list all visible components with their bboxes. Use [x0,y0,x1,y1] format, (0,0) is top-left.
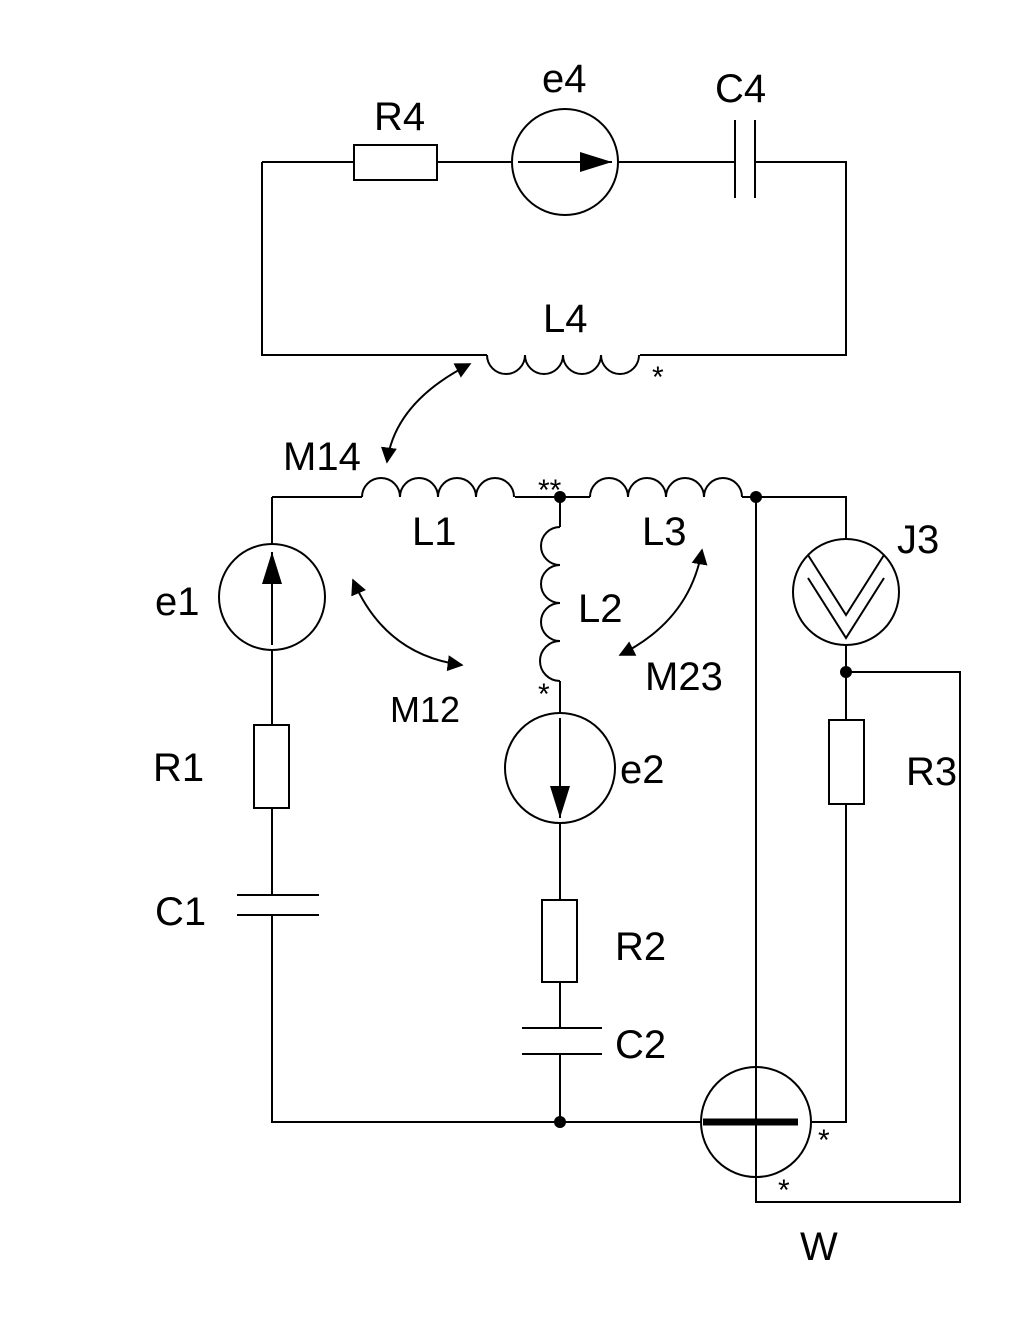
junction-dots [554,491,852,1128]
l4-polarity-mark: * [652,361,664,394]
inductor-l3 [589,477,743,498]
top-loop-wires [261,161,847,356]
emf-source-e2 [504,712,616,824]
label-l2: L2 [578,587,623,631]
label-c4: C4 [715,67,766,111]
l1-l3-polarity-marks: ** [538,474,562,507]
m23-arrow [618,548,708,656]
inductor-l1 [361,477,515,498]
label-m23: M23 [645,655,723,699]
emf-source-e1 [218,543,326,651]
label-r1: R1 [153,746,204,790]
label-e4: e4 [542,57,587,101]
wattmeter-voltage-mark: * [778,1174,790,1207]
current-source-j3 [792,538,900,646]
capacitor-c2 [522,1027,602,1055]
resistor-r1 [253,724,290,809]
label-r3: R3 [906,750,957,794]
capacitor-c1 [237,894,319,916]
label-m14: M14 [283,435,361,479]
l2-polarity-mark: * [538,678,550,711]
label-l1: L1 [412,510,457,554]
wattmeter-current-mark: * [818,1124,830,1157]
emf-source-e4 [511,108,619,216]
resistor-r4 [353,144,438,181]
capacitor-c4 [734,120,756,198]
label-w: W [800,1225,838,1269]
m12-arrow [351,578,464,672]
label-l4: L4 [543,297,588,341]
m14-arrow [380,363,472,464]
inductor-l4 [486,354,640,375]
inductor-l2 [539,526,561,682]
label-l3: L3 [642,510,687,554]
resistor-r2 [541,899,578,983]
label-e2: e2 [620,748,665,792]
label-j3: J3 [897,518,939,562]
label-r4: R4 [374,95,425,139]
label-c2: C2 [615,1023,666,1067]
resistor-r3 [828,719,865,805]
label-e1: e1 [155,580,200,624]
wattmeter-w [700,1066,812,1178]
label-m12: M12 [390,689,460,730]
label-r2: R2 [615,925,666,969]
main-wires [271,496,961,1203]
label-c1: C1 [155,890,206,934]
